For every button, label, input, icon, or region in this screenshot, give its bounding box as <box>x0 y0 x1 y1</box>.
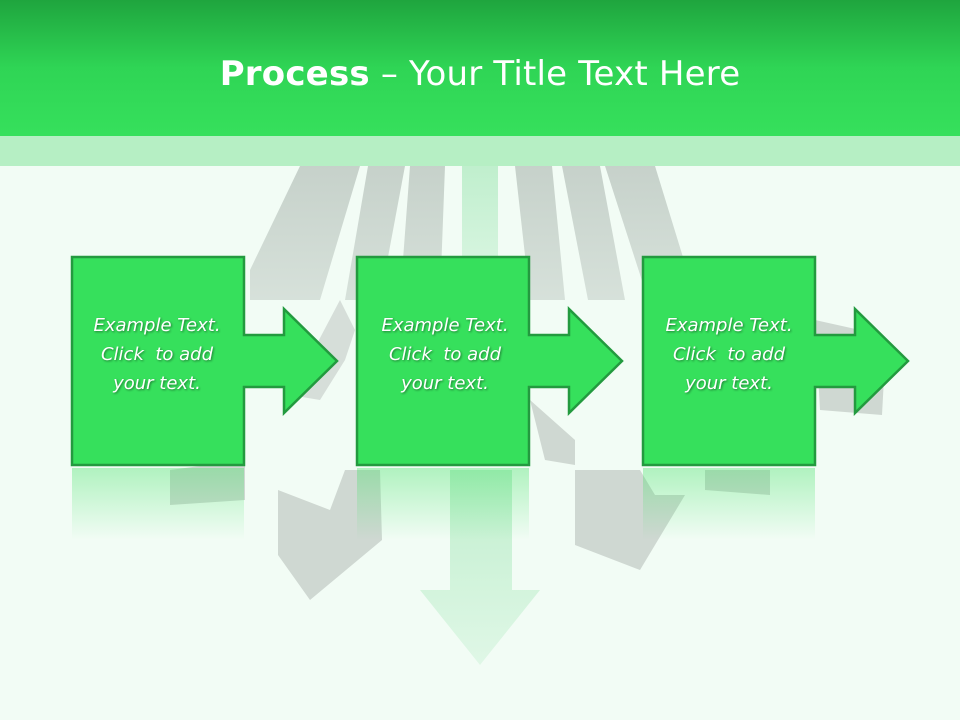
bg-arrow-shaft <box>250 166 360 300</box>
step-reflection <box>72 468 244 540</box>
step-1-line-2: Click to add <box>100 344 213 365</box>
step-1-text[interactable]: Example Text. Click to add your text. <box>72 311 242 398</box>
header-band <box>0 136 960 166</box>
step-reflection <box>643 468 815 540</box>
bg-arrow-shaft <box>530 400 575 465</box>
step-3-line-2: Click to add <box>672 344 785 365</box>
step-3-text[interactable]: Example Text. Click to add your text. <box>644 311 814 398</box>
bg-arrow-shaft <box>562 166 625 300</box>
header-bar <box>0 0 960 136</box>
title-bold: Process <box>219 54 370 94</box>
step-3-shape[interactable] <box>641 255 910 467</box>
step-2-line-1: Example Text. <box>381 315 509 336</box>
step-2-line-3: your text. <box>401 373 489 394</box>
title-rest: – Your Title Text Here <box>369 54 741 94</box>
step-1-line-3: your text. <box>113 373 201 394</box>
step-3-line-1: Example Text. <box>665 315 793 336</box>
bg-arrow-head <box>278 470 382 600</box>
step-2-text[interactable]: Example Text. Click to add your text. <box>360 311 530 398</box>
step-3-line-3: your text. <box>685 373 773 394</box>
step-2-shape[interactable] <box>355 255 624 467</box>
step-1-line-1: Example Text. <box>93 315 221 336</box>
step-2-line-2: Click to add <box>388 344 501 365</box>
slide-title: Process – Your Title Text Here <box>0 52 960 96</box>
step-1-shape[interactable] <box>70 255 339 467</box>
step-reflection <box>357 468 529 540</box>
